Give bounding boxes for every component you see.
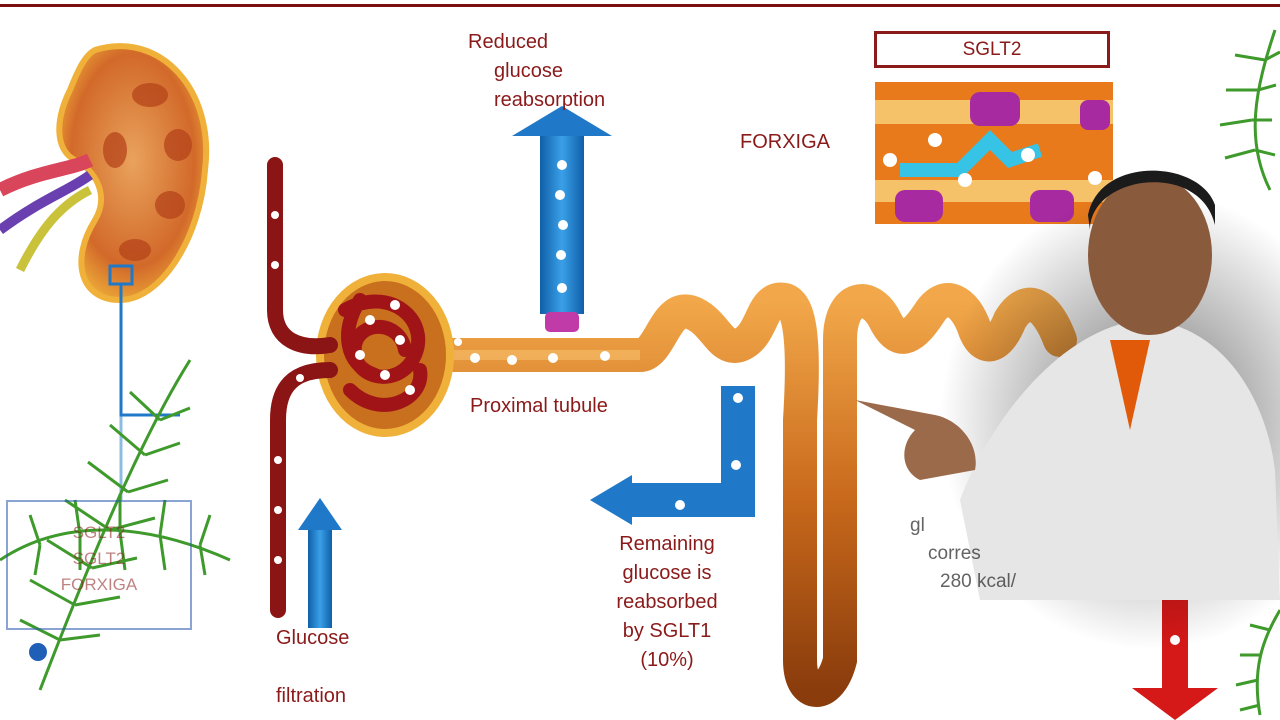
fern-decoration-left: [0, 359, 231, 691]
glucose-label: Glucose: [276, 627, 350, 649]
sglt1-arrow: [590, 386, 755, 525]
reabsorption-up-arrow: [512, 106, 612, 332]
faded-box-line-2: SGLT2: [72, 549, 126, 568]
remaining-line-2: glucose is: [622, 562, 712, 584]
remaining-line-1: Remaining: [619, 533, 715, 555]
faded-caption-line-1: gl: [910, 515, 925, 536]
filtration-label: filtration: [276, 685, 347, 707]
remaining-line-4: by SGLT1: [622, 620, 712, 642]
sglt2-inset-illustration: [875, 82, 1113, 224]
reduced-line-2: glucose: [494, 60, 563, 82]
reduced-line-1: Reduced: [468, 31, 549, 53]
filtration-up-arrow: [298, 498, 342, 628]
reduced-reabsorption-label: Reduced glucose reabsorption: [452, 28, 606, 115]
proximal-tubule-label: Proximal tubule: [470, 395, 608, 417]
blood-vessel: [267, 157, 338, 618]
remaining-line-3: reabsorbed: [616, 591, 718, 613]
faded-caption-line-3: 280 kcal/: [940, 571, 1017, 592]
faded-sglt2-box: SGLT2 SGLT2 FORXIGA: [6, 500, 192, 630]
top-rule: [0, 4, 1280, 7]
forxiga-label: FORXIGA: [740, 131, 831, 153]
faded-box-line-3: FORXIGA: [60, 575, 138, 594]
reduced-line-3: reabsorption: [494, 89, 606, 111]
faded-box-line-1: SGLT2: [72, 523, 126, 542]
remaining-line-5: (10%): [640, 649, 694, 671]
remaining-glucose-label: Remaining glucose is reabsorbed by SGLT1…: [592, 530, 742, 675]
presenter-person: [855, 170, 1280, 650]
fern-decoration-bottom-right: [1235, 609, 1280, 716]
sglt2-box: SGLT2: [874, 31, 1110, 68]
faded-caption-line-2: corres: [928, 543, 981, 564]
fern-decoration-top-right: [1219, 29, 1280, 191]
glomerulus: [316, 273, 454, 437]
kidney-illustration: [0, 43, 210, 661]
faded-caption: gl corres 280 kcal/: [910, 512, 1016, 596]
glucose-particles: [454, 338, 610, 365]
